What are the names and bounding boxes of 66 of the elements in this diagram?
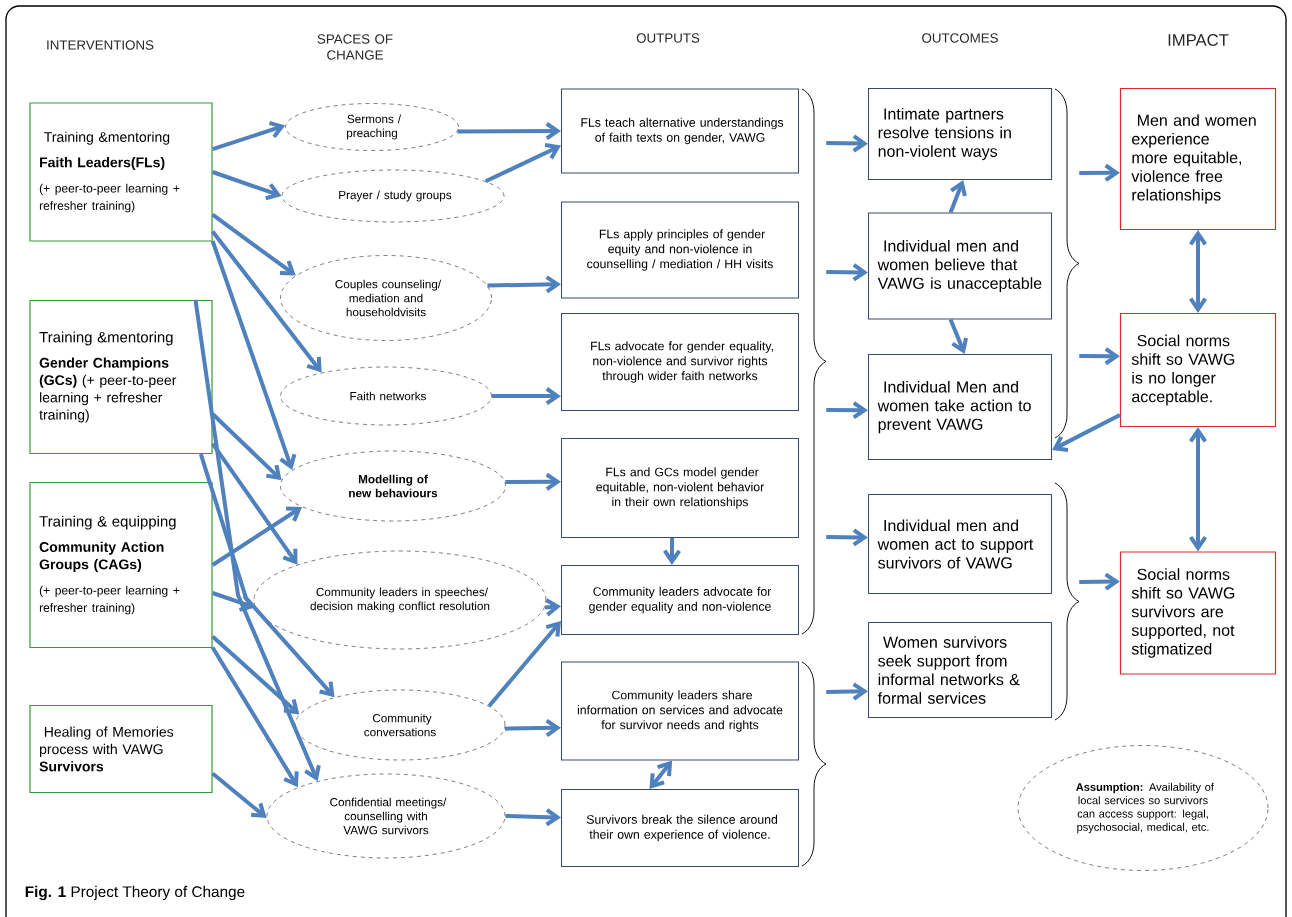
column-heading: OUTCOMES	[922, 33, 998, 43]
arrow	[211, 170, 282, 201]
arrow	[210, 240, 297, 471]
arrow	[826, 134, 868, 153]
arrow	[826, 682, 868, 701]
arrow	[457, 122, 561, 141]
arrow	[948, 180, 967, 214]
arrow	[211, 635, 300, 715]
arrow	[826, 263, 868, 282]
arrow	[211, 412, 282, 481]
curly-brace	[801, 661, 827, 867]
outcome-box: Individual men and women believe that VAWG is unacceptable	[867, 212, 1053, 320]
arrow	[492, 387, 561, 406]
output-box: Community leaders share information on services and advocate for survivor needs and rights	[560, 661, 800, 761]
arrow	[193, 299, 321, 782]
arrow	[1079, 163, 1120, 182]
arrow	[649, 760, 673, 789]
figure-caption: Fig. 1 Project Theory of Change	[25, 885, 245, 901]
arrow	[211, 230, 322, 373]
output-box: Community leaders advocate for gender equality and non-violence	[560, 564, 800, 636]
arrow	[1052, 413, 1121, 452]
arrow	[211, 591, 256, 612]
arrow	[484, 143, 561, 184]
curly-brace	[1054, 482, 1080, 721]
arrow	[1079, 572, 1120, 591]
arrow	[212, 121, 286, 152]
arrow	[211, 772, 267, 819]
column-heading: OUTPUTS	[636, 33, 700, 43]
arrow	[487, 275, 561, 294]
arrow	[663, 538, 681, 565]
output-box: FLs teach alternative understandings of faith texts on gender, VAWG	[560, 88, 800, 174]
arrow	[211, 213, 296, 276]
arrow	[505, 808, 561, 827]
impact-box: Social norms shift so VAWG is no longer acceptable.	[1119, 312, 1277, 428]
column-heading: IMPACT	[1168, 34, 1229, 46]
arrow	[487, 621, 561, 708]
output-box: FLs apply principles of gender equity and non-violence in counselling / mediation / HH visits	[560, 201, 800, 299]
output-box: Survivors break the silence around their own experience of violence.	[560, 788, 800, 868]
intervention-box: Training &mentoring Gender Champions (GCs) (+ peer-to-peer learning + refresher training)	[29, 299, 213, 455]
impact-box: Men and women experience more equitable, violence free relationships	[1119, 87, 1277, 231]
arrow	[210, 646, 299, 788]
arrow	[211, 506, 302, 567]
arrow	[198, 453, 335, 698]
intervention-box: Training & equipping Community Action Groups (CAGs) (+ peer-to-peer learning + refresher training)	[29, 481, 213, 649]
outcome-box: Women survivors seek support from informal networks & formal services	[867, 621, 1053, 719]
arrow	[504, 718, 561, 737]
outcome-box: Intimate partners resolve tensions in non-violent ways	[867, 87, 1053, 181]
output-box: FLs and GCs model gender equitable, non-violent behavior in their own relationships	[560, 437, 800, 539]
intervention-box: Healing of Memories process with VAWG Survivors	[29, 704, 213, 794]
arrow	[1189, 427, 1207, 552]
column-heading: INTERVENTIONS	[47, 40, 154, 50]
arrow	[948, 318, 968, 354]
curly-brace	[1054, 88, 1080, 439]
arrow	[826, 401, 868, 420]
arrow	[1079, 347, 1120, 366]
arrow	[210, 442, 298, 565]
arrow	[826, 528, 868, 547]
arrow	[505, 472, 561, 491]
impact-box: Social norms shift so VAWG survivors are supported, not stigmatized	[1119, 551, 1277, 675]
curly-brace	[801, 88, 827, 635]
intervention-box: Training &mentoring Faith Leaders(FLs) (+ peer-to-peer learning + refresher training)	[29, 102, 213, 242]
column-heading: SPACES OF CHANGE	[317, 34, 393, 60]
outcome-box: Individual men and women act to support survivors of VAWG	[867, 493, 1053, 595]
output-box: FLs advocate for gender equality, non-violence and survivor rights through wider faith networks	[560, 312, 800, 412]
arrow	[1189, 230, 1207, 313]
outcome-box: Individual Men and women take action to prevent VAWG	[867, 353, 1053, 461]
